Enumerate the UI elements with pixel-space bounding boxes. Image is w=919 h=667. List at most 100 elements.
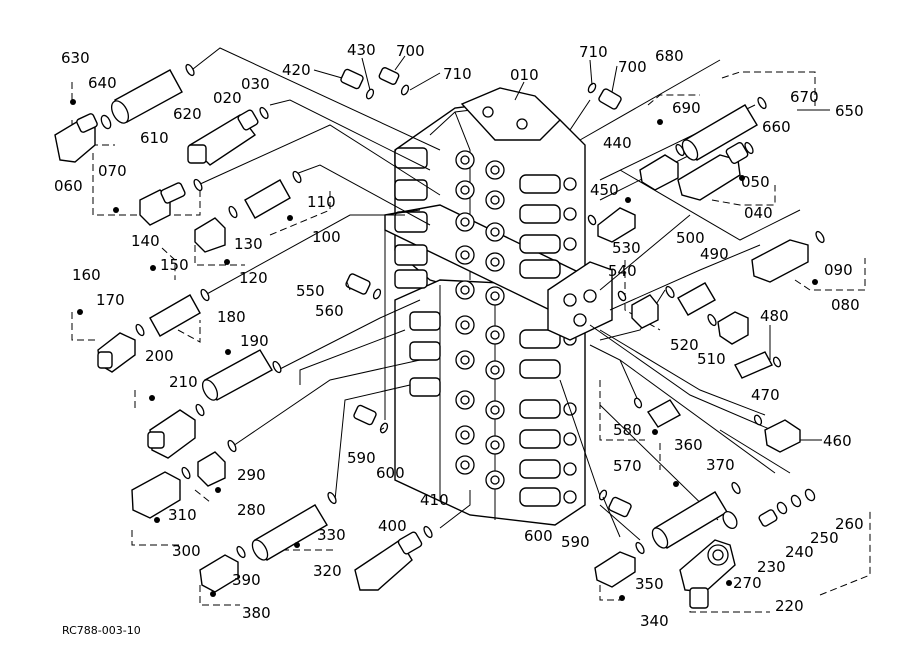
label-440: 440 [603,134,632,152]
label-650: 650 [835,102,864,120]
oring-560 [372,288,382,300]
oring-620 [185,63,195,77]
label-430: 430 [347,41,376,59]
label-300: 300 [172,542,201,560]
oring-270 [722,510,738,530]
label-710-right: 710 [579,43,608,61]
label-550: 550 [296,282,325,300]
oring-450 [587,214,597,226]
label-480: 480 [760,307,789,325]
part-elbow-690 [639,154,679,191]
label-690: 690 [672,99,701,117]
label-370: 370 [706,456,735,474]
label-180: 180 [217,308,246,326]
label-200: 200 [145,347,174,365]
label-360: 360 [674,436,703,454]
drawing-reference: RC788-003-10 [62,624,141,637]
oring-370 [731,481,741,495]
oring-410 [423,525,433,539]
label-leaders [313,55,830,538]
label-350: 350 [635,575,664,593]
label-390: 390 [232,571,261,589]
part-elbow-300 [131,471,181,519]
oring-640 [100,114,112,130]
label-070: 070 [98,162,127,180]
label-160: 160 [72,266,101,284]
label-640: 640 [88,74,117,92]
oring-430 [365,88,375,100]
oring-290 [227,439,237,453]
label-080: 080 [831,296,860,314]
part-plug-590-left [353,404,377,426]
oring-170 [135,323,145,337]
part-valve-220 [679,539,736,609]
oring-130 [228,205,238,219]
label-270: 270 [733,574,762,592]
label-660: 660 [762,118,791,136]
label-330: 330 [317,526,346,544]
oring-710 [400,84,410,96]
oring-520 [707,313,717,327]
part-250 [790,494,802,508]
label-500: 500 [676,229,705,247]
label-450: 450 [590,181,619,199]
oring-110 [292,170,302,184]
label-570: 570 [613,457,642,475]
label-470: 470 [751,386,780,404]
label-380: 380 [242,604,271,622]
label-120: 120 [239,269,268,287]
label-580: 580 [613,421,642,439]
label-240: 240 [785,543,814,561]
part-union-110 [244,179,291,219]
label-230: 230 [757,558,786,576]
oring-050 [744,141,754,155]
part-hose-610 [110,69,183,124]
spool-caps-right [519,174,577,507]
label-340: 340 [640,612,669,630]
label-040: 040 [744,204,773,222]
oring-350 [635,541,645,555]
spool-caps-left [394,147,441,397]
oring-710-right [587,82,597,94]
label-090: 090 [824,261,853,279]
part-plug-590-right [608,496,632,518]
part-plug-700-right [598,88,622,110]
part-fitting-460 [764,419,801,453]
oring-190 [272,360,282,374]
part-elbow-400 [354,531,423,591]
label-260: 260 [835,515,864,533]
label-630: 630 [61,49,90,67]
label-100: 100 [312,228,341,246]
label-110: 110 [307,193,336,211]
label-680: 680 [655,47,684,65]
label-290: 290 [237,466,266,484]
label-170: 170 [96,291,125,309]
label-700-left: 700 [396,42,425,60]
label-280: 280 [237,501,266,519]
part-elbow-630 [54,113,98,163]
label-600-right: 600 [524,527,553,545]
oring-210 [195,403,205,417]
label-700-right: 700 [618,58,647,76]
label-710-left: 710 [443,65,472,83]
part-elbow-040 [677,141,749,201]
oring-540 [617,290,627,302]
label-420: 420 [282,61,311,79]
part-union-150 [149,294,201,337]
label-210: 210 [169,373,198,391]
label-020: 020 [213,89,242,107]
label-150: 150 [160,256,189,274]
part-hose-660 [681,104,758,161]
part-elbow-380 [199,554,239,593]
part-hose-320 [251,504,328,561]
oring-390 [236,545,246,559]
oring-330 [327,491,337,505]
part-fitting-540 [631,294,659,329]
part-fitting-280 [197,451,226,487]
label-600-left: 600 [376,464,405,482]
label-050: 050 [741,173,770,191]
label-250: 250 [810,529,839,547]
valve-ports-lower [455,280,505,490]
